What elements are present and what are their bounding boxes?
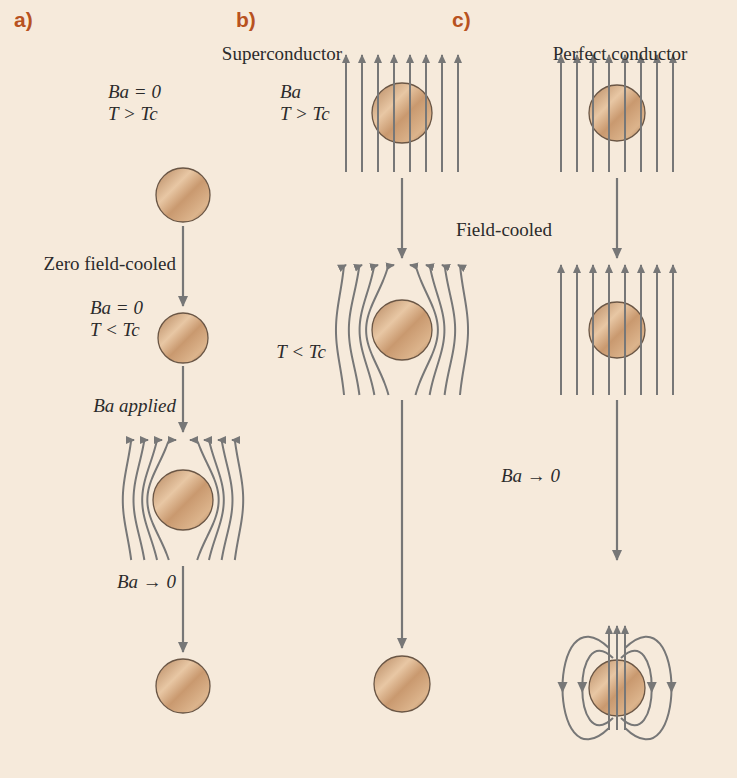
magnetic-field-line: [560, 55, 562, 172]
condition-label: T < Tc: [276, 342, 326, 363]
magnetic-field-line: [134, 440, 148, 560]
field-arrowhead: [647, 682, 657, 693]
magnetic-field-line: [441, 55, 443, 172]
sample-sphere: [372, 83, 432, 143]
magnetic-field-line: [672, 265, 674, 395]
process-arrow: [401, 178, 403, 258]
process-label: Field-cooled: [456, 220, 552, 241]
field-arrowhead: [577, 682, 587, 693]
magnetic-field-line: [624, 55, 626, 172]
magnetic-field-line: [425, 55, 427, 172]
process-arrow: [401, 400, 403, 648]
panel-letter: b): [236, 8, 256, 31]
magnetic-field-line: [592, 265, 594, 395]
magnetic-field-line: [656, 55, 658, 172]
magnetic-field-line: [640, 265, 642, 395]
sample-sphere: [372, 300, 432, 360]
condition-label: T < Tc: [90, 320, 140, 341]
sample-sphere: [589, 85, 645, 141]
magnetic-field-line: [624, 626, 626, 730]
condition-label: T > Tc: [108, 104, 158, 125]
magnetic-field-line: [640, 55, 642, 172]
magnetic-field-line: [576, 55, 578, 172]
process-label: Zero field-cooled: [44, 254, 176, 275]
column-heading: Perfect conductor: [553, 44, 688, 65]
sample-sphere: [158, 313, 208, 363]
process-arrow: [616, 400, 618, 560]
magnetic-field-line: [592, 55, 594, 172]
process-label: Ba → 0: [117, 572, 176, 593]
magnetic-field-line: [345, 55, 347, 172]
field-arrowhead: [558, 682, 568, 693]
sample-sphere: [156, 659, 210, 713]
field-arrowhead: [667, 682, 677, 693]
sample-sphere: [156, 168, 210, 222]
magnetic-field-line: [457, 55, 459, 172]
magnetic-field-line: [393, 55, 395, 172]
panel-letter: c): [452, 8, 471, 31]
condition-label: Ba = 0: [90, 298, 143, 319]
magnetic-field-line: [377, 55, 379, 172]
magnetic-field-line: [336, 265, 346, 395]
magnetic-field-line: [616, 626, 618, 730]
magnetic-field-line: [672, 55, 674, 172]
process-arrow: [616, 178, 618, 258]
panel-letter: a): [14, 8, 33, 31]
sample-sphere: [589, 302, 645, 358]
magnetic-field-line: [656, 265, 658, 395]
column-heading: Superconductor: [222, 44, 342, 65]
condition-label: Ba = 0: [108, 82, 161, 103]
magnetic-field-line: [442, 265, 455, 395]
magnetic-field-line: [576, 265, 578, 395]
magnetic-field-line: [409, 55, 411, 172]
magnetic-field-line: [218, 440, 232, 560]
process-arrow: [182, 226, 184, 306]
magnetic-field-line: [608, 626, 610, 730]
process-label: Ba → 0: [501, 466, 560, 487]
sample-sphere: [374, 656, 430, 712]
magnetic-field-line: [608, 55, 610, 172]
process-arrow: [182, 366, 184, 432]
process-label: Ba applied: [93, 396, 176, 417]
sample-sphere: [153, 470, 213, 530]
magnetic-field-line: [123, 440, 134, 560]
condition-label: Ba: [280, 82, 301, 103]
magnetic-field-line: [560, 265, 562, 395]
magnetic-field-line: [458, 265, 468, 395]
magnetic-field-line: [232, 440, 243, 560]
process-arrow: [182, 566, 184, 652]
condition-label: T > Tc: [280, 104, 330, 125]
magnetic-field-line: [608, 265, 610, 395]
magnetic-field-line: [624, 265, 626, 395]
magnetic-field-line: [361, 55, 363, 172]
